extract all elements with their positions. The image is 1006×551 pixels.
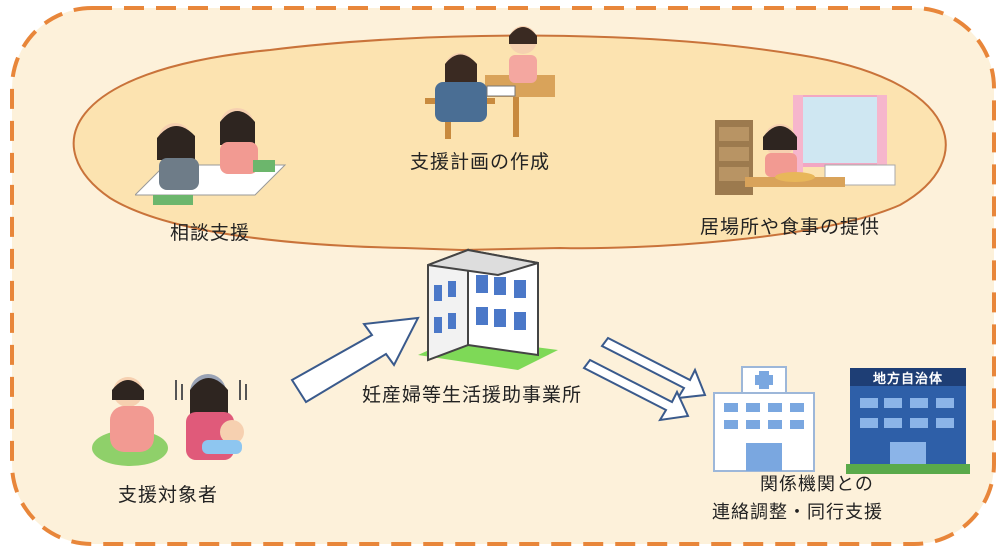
label-facility-name: 妊産婦等生活援助事業所 xyxy=(362,384,583,406)
consultation-illustration xyxy=(135,108,287,205)
speech-bubble xyxy=(72,34,947,252)
arrow-from-partners xyxy=(582,358,690,422)
label-partners-line1: 関係機関との xyxy=(760,474,874,495)
housing-meal-illustration xyxy=(715,95,896,195)
arrow-to-partners xyxy=(600,336,707,400)
hospital-icon xyxy=(713,366,815,472)
label-support-target: 支援対象者 xyxy=(118,484,219,506)
label-support-plan: 支援計画の作成 xyxy=(410,151,551,173)
label-partners-line2: 連絡調整・同行支援 xyxy=(712,502,883,523)
support-arrow xyxy=(290,316,420,404)
local-government-building-icon: 地方自治体 xyxy=(846,366,970,474)
support-target-illustration xyxy=(92,374,247,466)
government-sign-text: 地方自治体 xyxy=(872,372,943,387)
label-consultation: 相談支援 xyxy=(170,222,251,244)
label-housing-meals: 居場所や食事の提供 xyxy=(700,216,881,238)
facility-building-icon xyxy=(418,248,558,370)
planning-illustration xyxy=(425,26,555,139)
